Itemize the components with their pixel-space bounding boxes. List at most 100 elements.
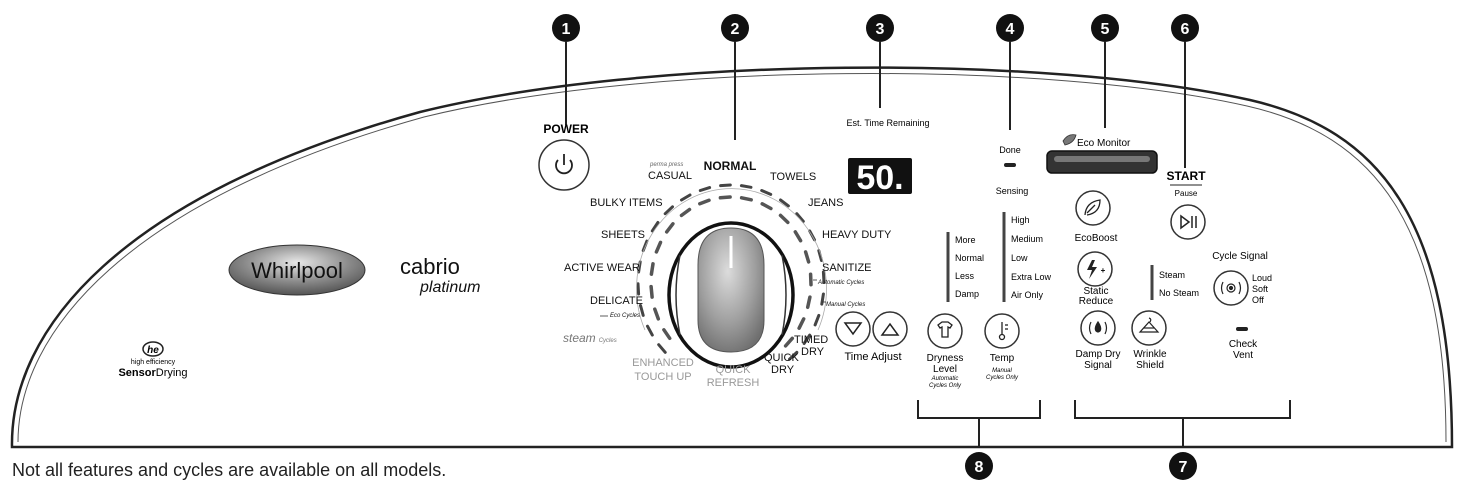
cycle-sanitize: SANITIZE <box>822 262 872 274</box>
svg-text:Normal: Normal <box>955 253 984 263</box>
svg-text:6: 6 <box>1181 21 1190 38</box>
callout-5: 5 <box>1091 14 1119 42</box>
cycle-quick-dry: QUICK <box>764 352 800 364</box>
start-label: START <box>1166 169 1206 183</box>
wrinkle-shield-label: Wrinkle <box>1133 349 1167 360</box>
dial-led-dash <box>742 198 752 200</box>
dial-led-dash <box>682 210 690 216</box>
static-reduce-button[interactable]: + <box>1078 252 1112 286</box>
svg-text:3: 3 <box>876 21 885 38</box>
time-down-button[interactable] <box>836 312 870 346</box>
dial-led-dash <box>638 284 639 294</box>
dial-led-dash <box>651 287 652 298</box>
dial-led-dash <box>781 200 789 206</box>
time-adjust-label: Time Adjust <box>844 351 901 363</box>
svg-text:4: 4 <box>1006 21 1015 38</box>
temp-options: High Medium Low Extra Low Air Only <box>1004 212 1052 302</box>
svg-text:Medium: Medium <box>1011 234 1043 244</box>
power-button[interactable] <box>539 140 589 190</box>
sensing-label: Sensing <box>996 186 1029 196</box>
svg-text:More: More <box>955 235 976 245</box>
svg-text:Off: Off <box>1252 295 1264 305</box>
steam-options: Steam No Steam <box>1152 265 1199 300</box>
cycle-signal-label: Cycle Signal <box>1212 251 1268 262</box>
svg-text:Whirlpool: Whirlpool <box>251 258 343 283</box>
svg-text:he: he <box>147 345 159 356</box>
dial-led-dash <box>808 297 810 307</box>
brand-model: cabrio <box>400 254 460 279</box>
automatic-cycles-label: Automatic Cycles <box>817 280 864 286</box>
svg-text:DRY: DRY <box>801 346 825 358</box>
dial-led-dash <box>815 315 819 325</box>
dial-led-dash <box>806 252 809 262</box>
svg-text:Low: Low <box>1011 253 1028 263</box>
damp-dry-signal-button[interactable] <box>1081 311 1115 345</box>
svg-text:5: 5 <box>1101 21 1110 38</box>
temp-label: Temp <box>990 353 1015 364</box>
eco-monitor-highlight <box>1054 156 1150 162</box>
time-remaining-label: Est. Time Remaining <box>846 118 929 128</box>
dial-led-dash <box>667 224 673 232</box>
dial-led-dash <box>665 207 672 214</box>
svg-text:DRY: DRY <box>771 364 795 376</box>
dial-led-dash <box>822 294 824 304</box>
start-pause-button[interactable] <box>1171 205 1205 239</box>
svg-text:Damp: Damp <box>955 289 979 299</box>
dial-led-dash <box>721 185 731 186</box>
dial-led-dash <box>664 330 670 339</box>
cycle-quick-refresh: QUICK <box>716 364 752 376</box>
svg-text:Loud: Loud <box>1252 273 1272 283</box>
svg-text:Steam: Steam <box>1159 270 1185 280</box>
dial-led-dash <box>648 326 653 335</box>
temp-button[interactable] <box>985 314 1019 348</box>
dryness-options: More Normal Less Damp <box>948 232 984 302</box>
cycle-signal-options: Loud Soft Off <box>1252 273 1272 305</box>
wrinkle-shield-button[interactable] <box>1132 311 1166 345</box>
dial-led-dash <box>659 345 666 353</box>
svg-text:SensorDrying: SensorDrying <box>118 367 187 379</box>
callout-1: 1 <box>552 14 580 42</box>
dial-led-dash <box>700 200 709 204</box>
check-vent-indicator <box>1236 327 1248 331</box>
dial-led-dash <box>786 338 793 346</box>
svg-text:Level: Level <box>933 364 957 375</box>
cycle-signal-button[interactable] <box>1214 271 1248 305</box>
time-up-button[interactable] <box>873 312 907 346</box>
eco-monitor-label: Eco Monitor <box>1077 138 1131 149</box>
svg-text:TOUCH UP: TOUCH UP <box>634 371 691 383</box>
svg-text:Less: Less <box>955 271 975 281</box>
ecoboost-button[interactable] <box>1076 191 1110 225</box>
svg-text:Shield: Shield <box>1136 360 1164 371</box>
callout-7: 7 <box>1169 452 1197 480</box>
svg-text:Extra Low: Extra Low <box>1011 272 1052 282</box>
dryness-level-button[interactable] <box>928 314 962 348</box>
dial-led-dash <box>741 186 751 188</box>
cycle-normal: NORMAL <box>704 159 757 173</box>
svg-text:Cycles Only: Cycles Only <box>986 375 1019 381</box>
dial-led-dash <box>799 319 804 328</box>
cycle-bulky-items: BULKY ITEMS <box>590 197 663 209</box>
time-display-digits: 50. <box>856 159 903 197</box>
callout-3: 3 <box>866 14 894 42</box>
ecoboost-label: EcoBoost <box>1075 233 1118 244</box>
svg-text:Automatic: Automatic <box>931 376 959 382</box>
svg-text:Vent: Vent <box>1233 350 1253 361</box>
svg-text:High: High <box>1011 215 1030 225</box>
he-badge: he high efficiency SensorDrying <box>118 342 187 379</box>
cycle-casual: CASUAL <box>648 170 692 182</box>
damp-dry-signal-label: Damp Dry <box>1075 349 1120 360</box>
svg-text:8: 8 <box>975 459 984 476</box>
dial-led-dash <box>656 242 660 252</box>
svg-text:Cycles Only: Cycles Only <box>929 383 962 389</box>
svg-text:REFRESH: REFRESH <box>707 377 760 389</box>
dial-led-dash <box>795 232 800 241</box>
cycle-selector-knob[interactable] <box>669 223 793 367</box>
callout-2: 2 <box>721 14 749 42</box>
cycle-enhanced-touch-up: ENHANCED <box>632 357 694 369</box>
cycle-heavy-duty: HEAVY DUTY <box>822 229 892 241</box>
cycle-towels: TOWELS <box>770 171 816 183</box>
dial-led-dash <box>762 191 771 195</box>
